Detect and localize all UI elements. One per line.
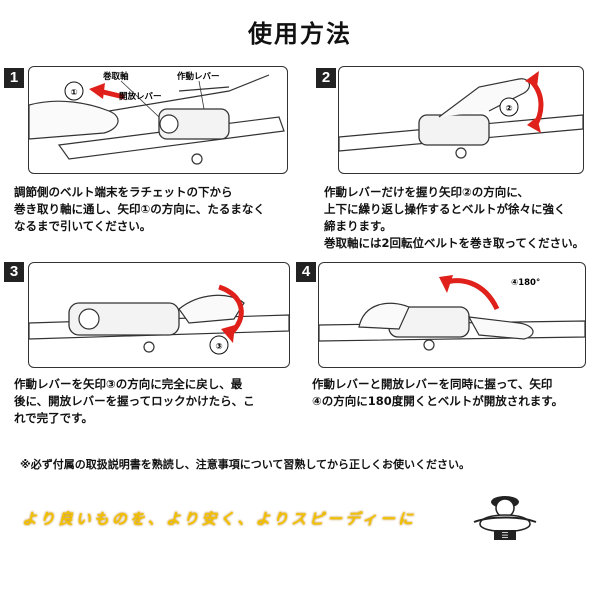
step-number-4: 4 bbox=[296, 262, 316, 282]
step-2-illustration: ② bbox=[338, 66, 584, 174]
step-4-description: 作動レバーと開放レバーを同時に握って、矢印 ④の方向に180度開くとベルトが開放… bbox=[312, 377, 564, 408]
step-2-arrow-label: ② bbox=[505, 104, 512, 114]
operating-lever-label: 作動レバー bbox=[177, 71, 220, 82]
step-1-description: 調節側のベルト端末をラチェットの下から 巻き取り軸に通し、矢印①の方向に、たるま… bbox=[14, 185, 265, 233]
winding-shaft-label: 巻取軸 bbox=[102, 71, 129, 82]
step-3-illustration: ③ bbox=[28, 262, 290, 368]
step-number-2: 2 bbox=[316, 68, 336, 88]
step-number-3: 3 bbox=[4, 262, 24, 282]
step-4-arrow-label: ④180° bbox=[511, 278, 540, 288]
step-3-description: 作動レバーを矢印③の方向に完全に戻し、最 後に、開放レバーを握ってロックかけたら… bbox=[14, 377, 255, 425]
step-2-description: 作動レバーだけを握り矢印②の方向に、 上下に繰り返し操作するとベルトが徐々に強く… bbox=[324, 185, 585, 250]
step-3-arrow-label: ③ bbox=[215, 342, 222, 352]
svg-text:☰: ☰ bbox=[501, 531, 508, 540]
step-4-illustration: ④180° bbox=[318, 262, 586, 368]
step-1-illustration: ① 巻取軸 作動レバー 開放レバー bbox=[28, 66, 288, 174]
release-lever-label: 開放レバー bbox=[119, 91, 162, 102]
company-slogan: より良いものを、より安く、よりスピーディーに bbox=[22, 510, 417, 528]
step-1-arrow-label: ① bbox=[70, 88, 77, 98]
caution-note: ※必ず付属の取扱説明書を熟読し、注意事項について習熟してから正しくお使いください… bbox=[20, 458, 471, 471]
step-number-1: 1 bbox=[4, 68, 24, 88]
page-title: 使用方法 bbox=[248, 20, 352, 48]
mascot-logo: ☰ bbox=[470, 486, 540, 550]
